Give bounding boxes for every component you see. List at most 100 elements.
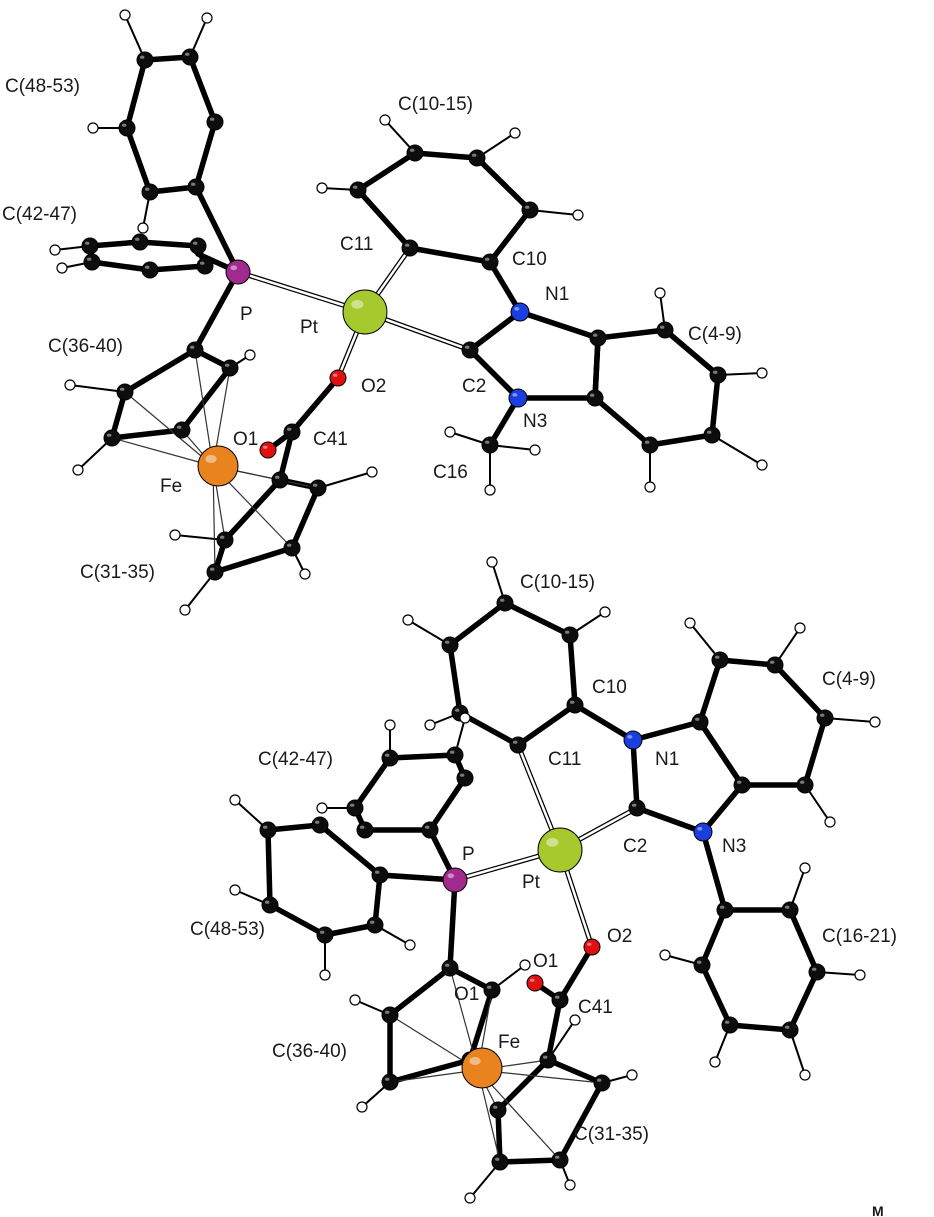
hydrogen-atom (366, 466, 378, 478)
carbon-atom (311, 816, 329, 834)
carbon-atom (589, 329, 607, 347)
b-ring-c4-9-bond (697, 657, 723, 725)
carbon-atom (206, 563, 224, 581)
hydrogen-atom (119, 9, 131, 21)
hydrogen-atom (626, 1069, 638, 1081)
b-ring-c36-40-bond (387, 965, 453, 1018)
oxygen-atom (526, 974, 544, 992)
carbon-atom (141, 261, 159, 279)
hydrogen-atom (564, 1179, 576, 1191)
a-ring-c31-35-ch-bond (317, 471, 373, 489)
b-n1-c2 (630, 737, 640, 811)
label-b-n1: N1 (655, 749, 679, 770)
carbon-atom (261, 896, 279, 914)
hydrogen-atom (402, 614, 414, 626)
carbon-atom (691, 713, 709, 731)
a-fe-cp-bond (194, 349, 214, 467)
carbon-atom (539, 1051, 557, 1069)
label-b-c42-47: C(42-47) (258, 749, 333, 770)
b-ring-c4-9-bond (697, 719, 745, 788)
platinum-atom (537, 827, 583, 873)
label-a-fe: Fe (160, 476, 182, 497)
carbon-atom (381, 1073, 399, 1091)
label-a-n3: N3 (523, 411, 547, 432)
hydrogen-atom (572, 209, 584, 221)
hydrogen-atom (799, 1069, 811, 1081)
hydrogen-atom (464, 1192, 476, 1204)
label-b-c36-40: C(36-40) (272, 1041, 347, 1062)
label-a-c31-35: C(31-35) (80, 562, 155, 583)
iron-atom (197, 445, 239, 487)
b-n3-c16 (700, 829, 728, 913)
carbon-atom (116, 383, 134, 401)
hydrogen-atom (201, 12, 213, 24)
carbon-atom (283, 423, 301, 441)
b-c-n1 (630, 719, 703, 743)
a-ring-c48-53-bond (193, 119, 218, 190)
b-o2-c41 (557, 944, 595, 1003)
label-a-o2: O2 (361, 376, 386, 397)
hydrogen-atom (72, 464, 84, 476)
carbon-atom (716, 901, 734, 919)
a-ring-c10-15-bond (412, 150, 480, 161)
carbon-atom (781, 901, 799, 919)
carbon-atom (187, 178, 205, 196)
b-ring-c10-15-bond (447, 642, 463, 716)
carbon-atom (406, 144, 424, 162)
a-c-n1 (517, 309, 601, 341)
label-b-o2: O2 (607, 926, 632, 947)
label-a-c10: C10 (512, 249, 547, 270)
b-c41-cp (545, 997, 563, 1063)
b-ring-c4-9-bond (717, 657, 778, 668)
label-a-c11: C11 (340, 234, 373, 255)
carbon-atom (83, 253, 101, 271)
label-b-p: P (462, 844, 475, 865)
b-p-c36 (447, 877, 458, 971)
carbon-atom (271, 471, 289, 489)
carbon-atom (733, 776, 751, 794)
carbon-atom (181, 48, 199, 66)
nitrogen-atom (693, 822, 713, 842)
carbon-atom (401, 239, 419, 257)
b-ring-c31-35-bond (495, 1057, 551, 1113)
hydrogen-atom (299, 568, 311, 580)
b-ring-c48-53-bond (265, 827, 273, 908)
a-ring-c48-53-bond (124, 125, 153, 195)
carbon-atom (721, 1016, 739, 1034)
carbon-atom (196, 257, 214, 275)
b-c10-n1 (572, 702, 636, 743)
b-ring-c16-21-bond (699, 907, 728, 968)
carbon-atom (118, 119, 136, 137)
a-ring-c31-35-bond (212, 545, 295, 575)
nitrogen-atom (623, 730, 643, 750)
b-ring-c31-35-bond (545, 1057, 605, 1086)
carbon-atom (186, 341, 204, 359)
a-n1-c2 (467, 309, 523, 353)
carbon-atom (216, 531, 234, 549)
carbon-atom (259, 821, 277, 839)
b-ring-c16-21-bond (727, 1022, 793, 1033)
a-ring-c4-9-bond (592, 335, 601, 401)
a-ring-c4-9-bond (709, 372, 721, 438)
carbon-atom (206, 113, 224, 131)
carbon-atom (481, 253, 499, 271)
carbon-atom (656, 321, 674, 339)
label-b-c11: C11 (548, 749, 581, 770)
b-ring-c48-53-bond (267, 902, 328, 938)
label-a-c48-53: C(48-53) (5, 76, 80, 97)
hydrogen-atom (519, 959, 531, 971)
label-b-c31-35: C(31-35) (574, 1124, 649, 1145)
a-ring-c42-47-bond (147, 263, 208, 273)
hydrogen-atom (486, 556, 498, 568)
label-b-c41: C41 (578, 997, 613, 1018)
carbon-atom (468, 149, 486, 167)
carbon-atom (456, 769, 474, 787)
b-ring-c36-40-bond (387, 1057, 473, 1085)
hydrogen-atom (569, 1014, 581, 1026)
a-ring-c48-53-bond (124, 57, 148, 131)
carbon-atom (461, 341, 479, 359)
carbon-atom (628, 799, 646, 817)
carbon-atom (141, 183, 159, 201)
hydrogen-atom (349, 994, 361, 1006)
